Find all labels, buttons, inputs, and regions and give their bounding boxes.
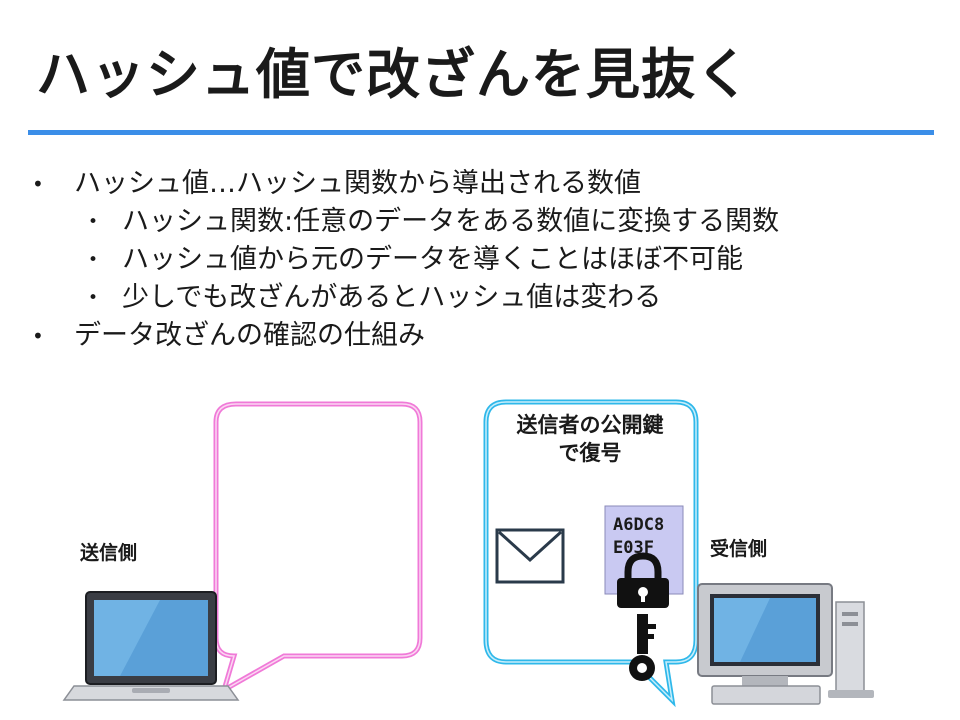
- hash-line-1: A6DC8: [613, 515, 665, 535]
- bullet-item: • ハッシュ値から元のデータを導くことはほぼ不可能: [88, 244, 743, 275]
- bullet-text: 少しでも改ざんがあるとハッシュ値は変わる: [122, 282, 662, 313]
- bullet-text: ハッシュ関数:任意のデータをある数値に変換する関数: [122, 206, 780, 237]
- caption-line-1: 送信者の公開鍵: [516, 413, 664, 437]
- hash-line-2: E03F: [613, 537, 654, 558]
- sender-speech-bubble: [213, 401, 423, 696]
- bullet-item: • データ改ざんの確認の仕組み: [32, 320, 425, 351]
- sender-label: 送信側: [80, 542, 138, 564]
- envelope-icon: [495, 528, 565, 584]
- title-underline: [28, 130, 934, 135]
- slide-title: ハッシュ値で改ざんを見抜く: [36, 43, 751, 106]
- laptop-icon: [62, 591, 240, 701]
- bullet-dot: •: [32, 324, 44, 348]
- receiver-bubble-caption: 送信者の公開鍵 で復号: [484, 412, 696, 467]
- bullet-text: データ改ざんの確認の仕組み: [74, 320, 425, 351]
- key-icon: [629, 614, 656, 681]
- caption-line-2: で復号: [558, 440, 622, 465]
- bullet-item: • ハッシュ値…ハッシュ関数から導出される数値: [32, 168, 641, 199]
- bullet-text: ハッシュ値から元のデータを導くことはほぼ不可能: [122, 244, 743, 275]
- bullet-dot: •: [88, 288, 99, 308]
- bullet-item: • ハッシュ関数:任意のデータをある数値に変換する関数: [88, 206, 780, 237]
- desktop-computer-icon: [697, 583, 874, 705]
- bullet-text: ハッシュ値…ハッシュ関数から導出される数値: [74, 168, 641, 199]
- bullet-dot: •: [32, 172, 44, 196]
- bullet-item: • 少しでも改ざんがあるとハッシュ値は変わる: [88, 282, 662, 313]
- receiver-label: 受信側: [710, 538, 768, 560]
- bullet-dot: •: [88, 212, 99, 232]
- padlock-icon: [617, 552, 669, 608]
- bullet-dot: •: [88, 250, 99, 270]
